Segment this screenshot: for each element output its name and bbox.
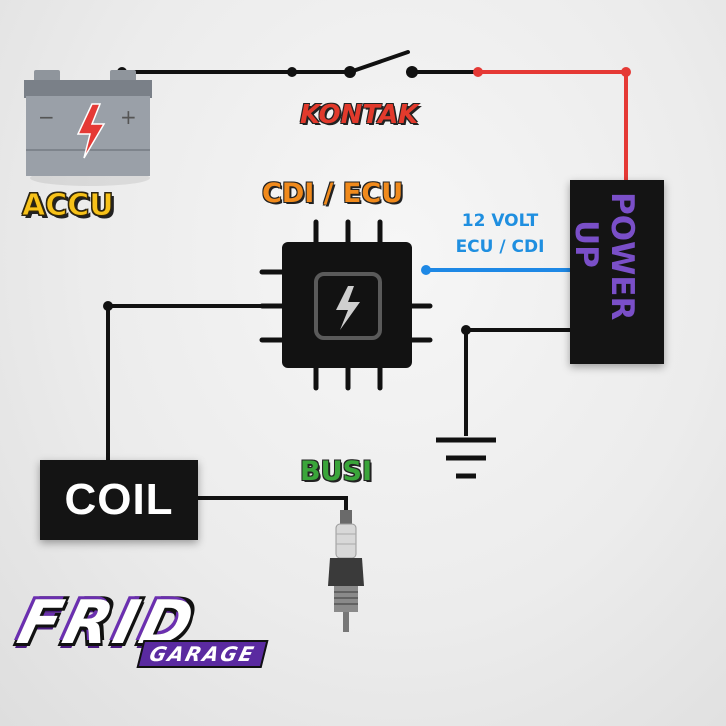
wire-ground (464, 328, 572, 436)
cdi-ecu-label: CDI / ECU (262, 178, 404, 209)
spark-plug-icon (328, 510, 364, 632)
accu-label: ACCU (22, 188, 115, 224)
svg-text:+: + (120, 105, 137, 129)
coil-label: COIL (64, 475, 174, 524)
switch-icon (117, 50, 418, 78)
lightning-icon (336, 286, 360, 330)
wire-red-to-power-up (478, 70, 628, 182)
power-up-label: POWER UP (568, 180, 664, 364)
power-up-label-line2: UP (568, 220, 604, 268)
power-up-label-line1: POWER (604, 192, 640, 321)
power-up-box: POWER UP (568, 180, 664, 364)
kontak-label: KONTAK (300, 100, 419, 130)
ground-icon (436, 437, 496, 479)
busi-label: BUSI (300, 456, 372, 487)
chip-icon (259, 219, 433, 391)
svg-text:−: − (38, 105, 55, 129)
volt-label-line2: ECU / CDI (455, 237, 545, 257)
battery-lightning-icon (76, 103, 106, 159)
coil-box: COIL (40, 460, 198, 540)
volt-label: 12 VOLT ECU / CDI (438, 208, 562, 260)
wire-coil-to-busi (186, 496, 348, 512)
battery-icon: − + (24, 70, 152, 176)
logo-sub-text: GARAGE (136, 640, 269, 668)
wire-cdi-to-coil (106, 304, 282, 462)
volt-label-line1: 12 VOLT (461, 211, 539, 231)
